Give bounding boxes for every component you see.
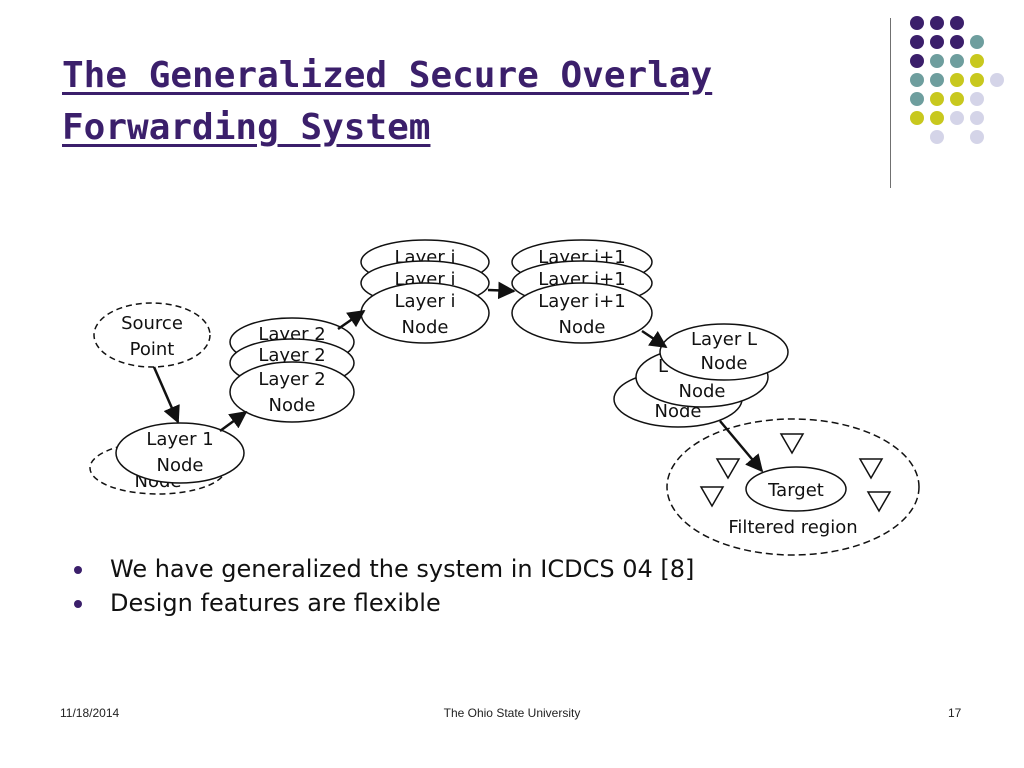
bullet-text-1: We have generalized the system in ICDCS … (110, 555, 695, 583)
bullet-dot-icon (74, 600, 82, 608)
diagram-svg: Source Point Node Layer 1 Node Layer 2 L… (89, 239, 920, 556)
layer1-label-line1: Layer 1 (146, 429, 213, 450)
dot-4-5 (990, 73, 1004, 87)
arrow-source-to-layer1 (152, 366, 180, 424)
dot-1-1 (910, 16, 924, 30)
layerip1-label-line2: Node (559, 317, 606, 338)
arrow-layeri-to-layerip1 (487, 281, 516, 300)
dot-7-1 (930, 130, 944, 144)
bullet-item-2: Design features are flexible (74, 586, 694, 620)
dot-2-4 (970, 35, 984, 49)
layerL-label-line1: Layer L (691, 329, 757, 350)
dot-7-2 (970, 130, 984, 144)
dot-6-3 (950, 111, 964, 125)
layer1-label-line2: Node (157, 455, 204, 476)
dot-5-4 (970, 92, 984, 106)
layer2-back2-label: Layer 2 (258, 345, 325, 366)
dot-5-3 (950, 92, 964, 106)
dot-5-2 (930, 92, 944, 106)
decoy-triangle-1 (779, 433, 805, 455)
decoy-triangle-3 (699, 486, 725, 508)
decoy-triangle-5 (866, 491, 892, 513)
dot-4-1 (910, 73, 924, 87)
dot-4-3 (950, 73, 964, 87)
layer-2-node-stack: Layer 2 Layer 2 Layer 2 Node (229, 317, 355, 423)
bullet-text-2: Design features are flexible (110, 589, 441, 617)
layerL-label-line2: Node (701, 353, 748, 374)
dot-1-2 (930, 16, 944, 30)
layer-1-node-stack: Node Layer 1 Node (89, 422, 245, 495)
overlay-forwarding-diagram: Source Point Node Layer 1 Node Layer 2 L… (80, 235, 940, 565)
footer-date: 11/18/2014 (60, 706, 120, 720)
target-label: Target (767, 480, 824, 501)
layer2-label-line1: Layer 2 (258, 369, 325, 390)
layerL-back1b-label: Node (679, 381, 726, 402)
source-point-node: Source Point (93, 302, 211, 368)
filtered-region-label: Filtered region (728, 517, 857, 538)
layer-i-node-stack: Layer i Layer i Layer i Node (360, 239, 490, 344)
dot-1-3 (950, 16, 964, 30)
dot-5-1 (910, 92, 924, 106)
source-label-line1: Source (121, 313, 183, 334)
layer-i-plus-1-node-stack: Layer i+1 Layer i+1 Layer i+1 Node (511, 239, 653, 344)
bullet-list: We have generalized the system in ICDCS … (74, 552, 694, 620)
bullet-dot-icon (74, 566, 82, 574)
arrow-layer2-to-layeri (337, 309, 366, 331)
title-line-2: Forwarding System (62, 107, 431, 148)
title-line-1: The Generalized Secure Overlay (62, 55, 713, 96)
dot-4-4 (970, 73, 984, 87)
dot-3-2 (930, 54, 944, 68)
layer2-label-line2: Node (269, 395, 316, 416)
dot-6-1 (910, 111, 924, 125)
layeri-label-line1: Layer i (395, 291, 456, 312)
arrow-layer1-to-layer2 (219, 410, 248, 433)
target-node (745, 466, 847, 512)
dot-6-4 (970, 111, 984, 125)
layerip1-label-line1: Layer i+1 (538, 291, 625, 312)
footer-page-number: 17 (948, 706, 962, 720)
dot-2-1 (910, 35, 924, 49)
bullet-item-1: We have generalized the system in ICDCS … (74, 552, 694, 586)
layer-L-node-stack: Node L Node Layer L Node (613, 323, 789, 428)
dot-2-3 (950, 35, 964, 49)
decorative-divider (890, 18, 891, 188)
source-label-line2: Point (130, 339, 175, 360)
layerL-back1-label: L (658, 356, 668, 377)
arrow-layerip1-to-layerL (641, 329, 668, 349)
decoy-triangle-4 (858, 458, 884, 480)
decoy-triangle-2 (715, 458, 741, 480)
dot-3-1 (910, 54, 924, 68)
arrow-layerL-to-target (719, 420, 764, 473)
dot-4-2 (930, 73, 944, 87)
decorative-dot-grid (910, 16, 1010, 166)
dot-6-2 (930, 111, 944, 125)
dot-2-2 (930, 35, 944, 49)
filtered-region: Target Filtered region (666, 418, 920, 556)
footer-organization: The Ohio State University (443, 706, 581, 720)
slide-title: The Generalized Secure Overlay Forwardin… (62, 50, 842, 154)
dot-3-3 (950, 54, 964, 68)
dot-3-4 (970, 54, 984, 68)
layeri-label-line2: Node (402, 317, 449, 338)
